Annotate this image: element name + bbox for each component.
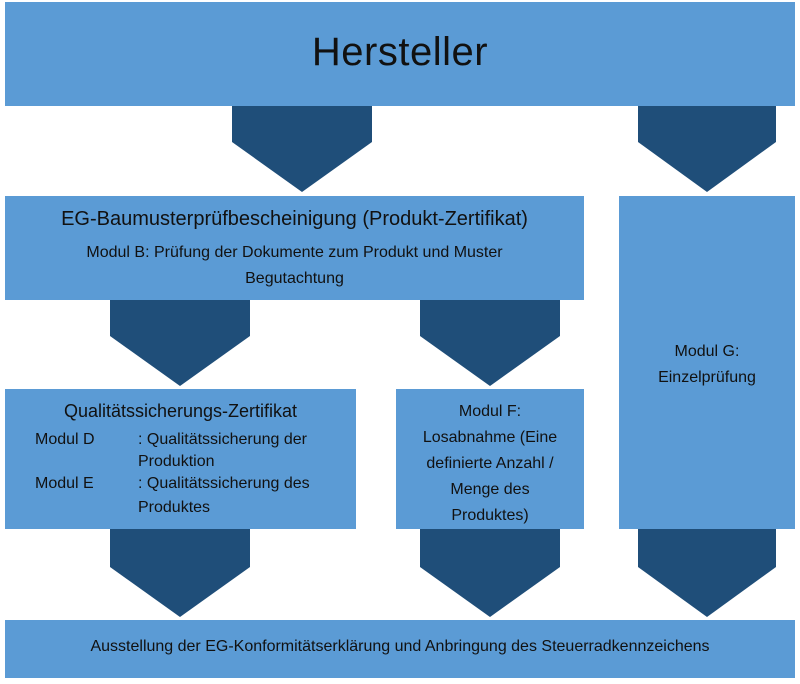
modul-f-line-4: Menge des <box>450 481 530 498</box>
box-qualitaetssicherung: Qualitätssicherungs-Zertifikat Modul D :… <box>5 389 356 529</box>
hersteller-label: Hersteller <box>311 30 489 74</box>
modul-f-line-2: Losabnahme (Eine <box>422 429 558 446</box>
box-hersteller: Hersteller <box>5 2 795 106</box>
modul-f-text: Modul F: Losabnahme (Eine definierte Anz… <box>396 399 584 529</box>
box-modul-g: Modul G: Einzelprüfung <box>619 196 795 529</box>
modul-e-desc-1: : Qualitätssicherung des <box>138 475 310 492</box>
arrow-hersteller-to-eg <box>232 106 372 192</box>
bottom-label: Ausstellung der EG-Konformitätserklärung… <box>90 638 710 655</box>
arrow-qs-to-bottom <box>110 529 250 617</box>
modul-f-line-1: Modul F: <box>458 403 522 420</box>
modul-g-line-1: Modul G: <box>674 343 740 360</box>
modul-f-line-5: Produktes) <box>451 507 529 524</box>
box-modul-f: Modul F: Losabnahme (Eine definierte Anz… <box>396 389 584 529</box>
qs-title: Qualitätssicherungs-Zertifikat <box>63 401 298 421</box>
arrow-hersteller-to-modul-g <box>638 106 776 192</box>
eg-title: EG-Baumusterprüfbescheinigung (Produkt-Z… <box>61 208 528 230</box>
modul-g-line-2: Einzelprüfung <box>658 369 756 386</box>
modul-f-line-3: definierte Anzahl / <box>426 455 554 472</box>
modul-g-text: Modul G: Einzelprüfung <box>619 339 795 391</box>
modul-d-desc-2: Produktion <box>138 453 215 470</box>
eg-description: Modul B: Prüfung der Dokumente zum Produ… <box>5 240 584 292</box>
arrow-modul-g-to-bottom <box>638 529 776 617</box>
modul-e-desc-2: Produktes <box>138 499 211 516</box>
modul-e-label: Modul E <box>35 475 94 492</box>
arrow-eg-to-modul-f <box>420 300 560 386</box>
modul-d-desc-1: : Qualitätssicherung der <box>138 431 307 448</box>
box-konformitaetserklaerung: Ausstellung der EG-Konformitätserklärung… <box>5 620 795 678</box>
modul-d-label: Modul D <box>35 431 95 448</box>
arrow-modul-f-to-bottom <box>420 529 560 617</box>
eg-line-1: Modul B: Prüfung der Dokumente zum Produ… <box>86 244 503 261</box>
arrow-eg-to-qs <box>110 300 250 386</box>
box-eg-baumusterpruefbescheinigung: EG-Baumusterprüfbescheinigung (Produkt-Z… <box>5 196 584 300</box>
eg-line-2: Begutachtung <box>245 270 344 287</box>
